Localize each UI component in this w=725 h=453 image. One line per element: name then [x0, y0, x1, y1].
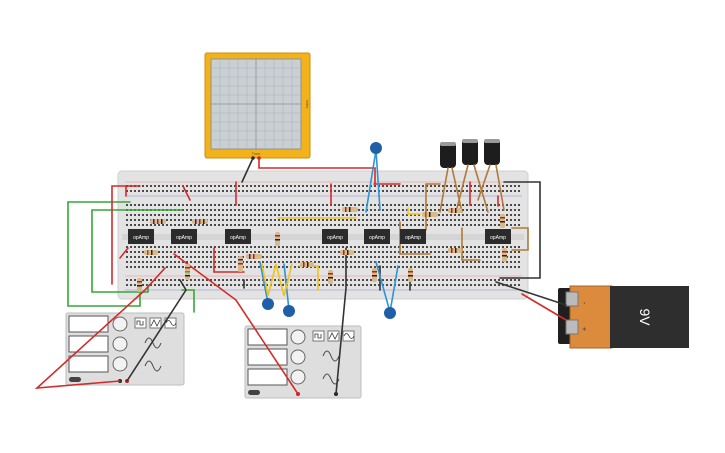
- resistor[interactable]: [372, 268, 377, 282]
- fg2-sine-wave-button[interactable]: [342, 330, 355, 342]
- capacitor-group[interactable]: [440, 139, 500, 168]
- opamp-chip-6[interactable]: opAmp: [400, 229, 426, 244]
- resistor[interactable]: [185, 264, 190, 280]
- opamp-chips[interactable]: opAmp opAmp opAmp opAmp opAmp opAmp opAm…: [128, 229, 511, 244]
- wire-red-fg1[interactable]: [34, 267, 166, 389]
- opamp-label: opAmp: [133, 235, 149, 241]
- resistor[interactable]: [246, 254, 262, 259]
- opamp-chip-4[interactable]: opAmp: [322, 229, 348, 244]
- fg1-knob-offset[interactable]: [112, 356, 128, 372]
- fg1-waveform-preview-1: [144, 337, 162, 349]
- resistor[interactable]: [238, 256, 243, 272]
- wire-brown-1[interactable]: [439, 167, 449, 213]
- capacitor-2[interactable]: [462, 139, 478, 165]
- wire-green-1[interactable]: [67, 201, 141, 307]
- ceramic-capacitor-2[interactable]: [262, 298, 274, 310]
- opamp-label: opAmp: [327, 235, 343, 241]
- opamp-label: opAmp: [230, 235, 246, 241]
- resistor[interactable]: [275, 232, 280, 246]
- fg2-square-wave-button[interactable]: [312, 330, 325, 342]
- wire-red-battery[interactable]: [521, 293, 567, 321]
- fg2-power-switch[interactable]: [248, 390, 260, 395]
- fg1-display-offset: [68, 355, 109, 373]
- wire-green-2[interactable]: [91, 209, 183, 293]
- battery-black-body: [610, 286, 689, 348]
- battery-orange-body: [569, 285, 613, 349]
- resistors[interactable]: [137, 207, 507, 292]
- opamp-label: opAmp: [369, 235, 385, 241]
- function-generator-2[interactable]: [244, 325, 362, 399]
- wire-black-battery[interactable]: [495, 281, 567, 306]
- battery-voltage-label: 9V: [637, 308, 653, 326]
- resistor[interactable]: [422, 212, 438, 217]
- resistor[interactable]: [408, 268, 413, 282]
- fg2-knob-offset[interactable]: [290, 369, 306, 385]
- battery-terminal-negative[interactable]: [565, 291, 579, 307]
- fg2-display-frequency: [247, 328, 288, 346]
- resistor[interactable]: [500, 214, 505, 228]
- resistor[interactable]: [144, 250, 158, 255]
- fg1-knob-frequency[interactable]: [112, 316, 128, 332]
- fg2-waveform-preview-1: [322, 350, 340, 362]
- opamp-label: opAmp: [405, 235, 421, 241]
- opamp-label: opAmp: [490, 235, 506, 241]
- function-generator-1[interactable]: [65, 312, 185, 386]
- fg1-power-switch[interactable]: [69, 377, 81, 382]
- ceramic-capacitor-1[interactable]: [370, 142, 382, 154]
- resistor[interactable]: [448, 208, 462, 213]
- wires[interactable]: [34, 149, 567, 395]
- resistor[interactable]: [328, 270, 333, 284]
- resistor[interactable]: [192, 219, 208, 224]
- fg2-display-offset: [247, 368, 288, 386]
- ceramic-capacitor-3[interactable]: [283, 305, 295, 317]
- capacitor-3[interactable]: [484, 139, 500, 165]
- opamp-chip-2[interactable]: opAmp: [171, 229, 197, 244]
- wire-black-fg2[interactable]: [335, 247, 347, 395]
- fg1-display-amplitude: [68, 335, 109, 353]
- battery-9v[interactable]: - + 9V: [558, 285, 689, 349]
- resistor[interactable]: [300, 262, 314, 267]
- wire-red-scope[interactable]: [258, 157, 376, 185]
- battery-plus-label: +: [580, 327, 587, 331]
- oscilloscope-time-label: Time: [252, 151, 262, 156]
- opamp-chip-5[interactable]: opAmp: [364, 229, 390, 244]
- oscilloscope-volts-label: Volts: [305, 100, 310, 109]
- fg1-square-wave-button[interactable]: [134, 317, 147, 329]
- resistor[interactable]: [137, 278, 142, 292]
- opamp-chip-7[interactable]: opAmp: [485, 229, 511, 244]
- breadboard-holes: [126, 185, 522, 286]
- resistor[interactable]: [342, 207, 358, 212]
- wire-yellow-2[interactable]: [261, 263, 293, 297]
- capacitor-1[interactable]: [440, 142, 456, 168]
- resistor[interactable]: [448, 248, 462, 253]
- oscilloscope[interactable]: Volts Time: [204, 52, 311, 160]
- fg1-knob-amplitude[interactable]: [112, 336, 128, 352]
- resistor[interactable]: [502, 248, 507, 262]
- opamp-label: opAmp: [176, 235, 192, 241]
- opamp-chip-1[interactable]: opAmp: [128, 229, 154, 244]
- wire-red-1[interactable]: [111, 185, 141, 285]
- wire-red-fg2[interactable]: [173, 253, 299, 395]
- ceramic-capacitor-4[interactable]: [384, 307, 396, 319]
- resistor[interactable]: [150, 219, 166, 224]
- battery-terminal-positive[interactable]: [565, 319, 579, 335]
- fg2-display-amplitude: [247, 348, 288, 366]
- opamp-chip-3[interactable]: opAmp: [225, 229, 251, 244]
- ceramic-capacitors[interactable]: [262, 142, 396, 319]
- wire-blue-1[interactable]: [365, 149, 377, 213]
- fg2-knob-amplitude[interactable]: [290, 349, 306, 365]
- fg1-waveform-preview-2: [144, 360, 162, 372]
- fg2-knob-frequency[interactable]: [290, 329, 306, 345]
- resistor[interactable]: [340, 250, 354, 255]
- battery-minus-label: -: [580, 302, 587, 305]
